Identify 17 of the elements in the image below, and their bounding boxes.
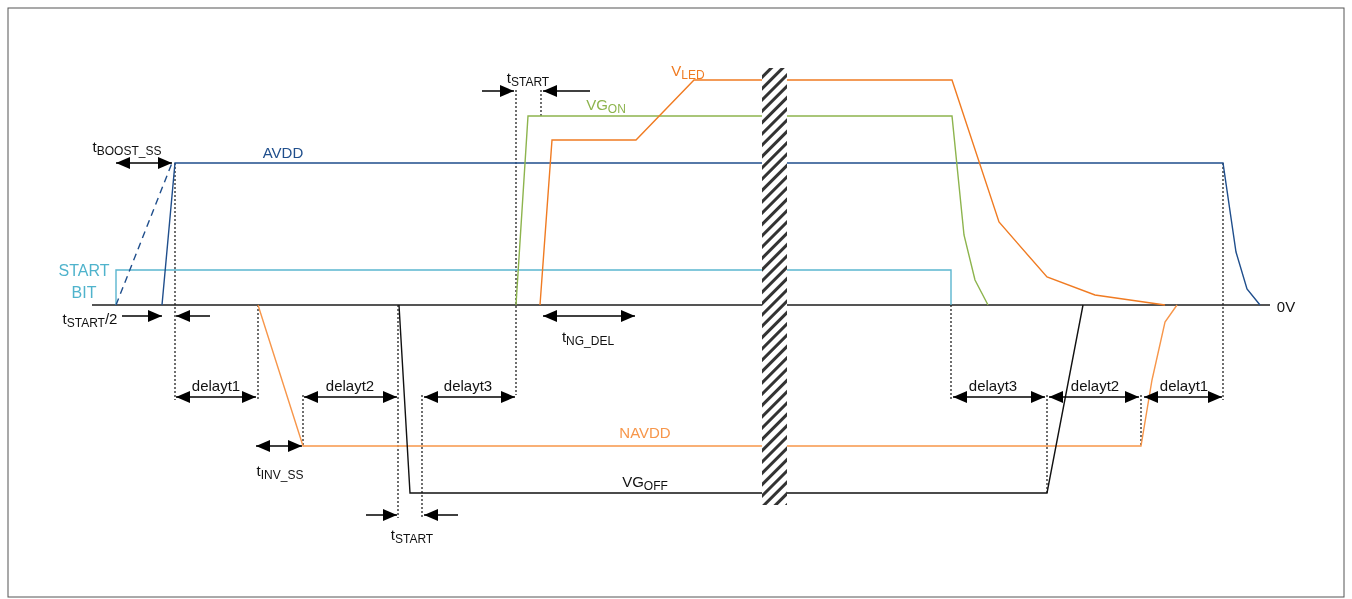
timing-label: delayt1	[1159, 376, 1209, 394]
signal-label: V$_{LED}$	[671, 61, 705, 79]
break-mark	[762, 68, 787, 505]
timing-label: t$_{START}$	[390, 525, 434, 543]
signal-label: START BIT	[57, 261, 111, 303]
timing-label: t$_{START}$/2	[62, 309, 118, 327]
timing-label: t$_{START}$	[506, 68, 550, 86]
level-label: 0V	[1276, 297, 1296, 315]
signal-label: VG$_{ON}$	[586, 95, 626, 113]
timing-label: delayt3	[443, 376, 493, 394]
timing-label: delayt2	[1070, 376, 1120, 394]
signal-label: VG$_{OFF}$	[622, 472, 668, 490]
timing-label: delayt2	[325, 376, 375, 394]
timing-label: delayt1	[191, 376, 241, 394]
timing-label: delayt3	[968, 376, 1018, 394]
signal-label: NAVDD	[619, 423, 671, 441]
signal-label: AVDD	[262, 143, 304, 161]
